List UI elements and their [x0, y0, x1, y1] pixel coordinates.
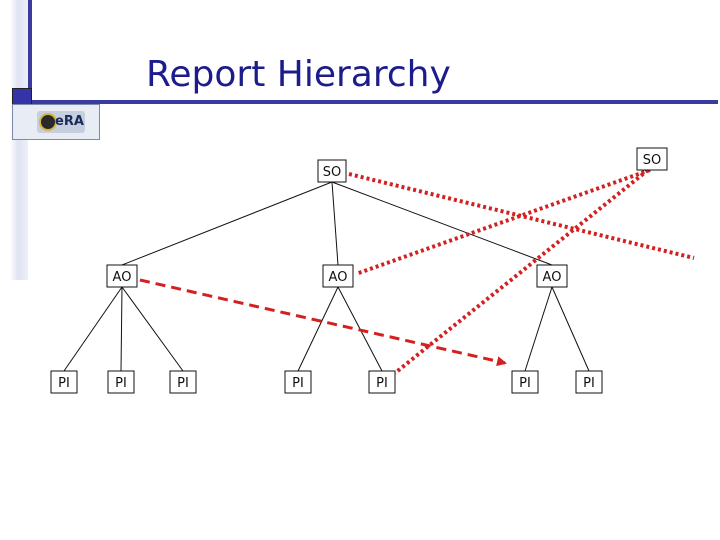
cross-links: [139, 168, 695, 375]
node-box-ao-1: [106, 264, 138, 288]
cross-link-so-main-to-off-right: [348, 172, 695, 260]
node-ao-2: AO: [322, 264, 354, 288]
era-logo-text: eRA: [55, 114, 84, 129]
node-label-pi-4: PI: [292, 376, 304, 391]
node-label-so-right: SO: [643, 153, 661, 168]
edge-ao-3-to-pi-6: [524, 286, 553, 372]
node-box-pi-7: [575, 370, 603, 394]
cross-link-so-right-to-pi-5: [393, 168, 650, 375]
node-label-pi-5: PI: [376, 376, 388, 391]
node-label-pi-1: PI: [58, 376, 70, 391]
node-label-so-main: SO: [323, 165, 341, 180]
node-label-ao-1: AO: [113, 270, 132, 285]
edge-ao-2-to-pi-4: [297, 286, 339, 372]
node-label-pi-2: PI: [115, 376, 127, 391]
node-pi-7: PI: [575, 370, 603, 394]
node-pi-6: PI: [511, 370, 539, 394]
edge-so-main-to-ao-3: [331, 181, 553, 266]
edge-ao-1-to-pi-2: [120, 286, 123, 372]
edge-so-main-to-ao-1: [121, 181, 333, 266]
node-label-pi-3: PI: [177, 376, 189, 391]
node-label-ao-3: AO: [543, 270, 562, 285]
node-ao-3: AO: [536, 264, 568, 288]
node-pi-5: PI: [368, 370, 396, 394]
node-so-right: SO: [636, 147, 668, 171]
node-box-pi-3: [169, 370, 197, 394]
node-box-ao-2: [322, 264, 354, 288]
edge-ao-1-to-pi-1: [63, 286, 123, 372]
node-box-pi-2: [107, 370, 135, 394]
node-pi-1: PI: [50, 370, 78, 394]
node-label-pi-6: PI: [519, 376, 531, 391]
page-title-text: Report Hierarchy: [146, 54, 451, 95]
node-pi-3: PI: [169, 370, 197, 394]
node-box-pi-1: [50, 370, 78, 394]
edge-ao-1-to-pi-3: [121, 286, 184, 372]
node-box-pi-5: [368, 370, 396, 394]
edge-ao-3-to-pi-7: [551, 286, 590, 372]
cross-link-ao-1-to-pi-6: [139, 278, 507, 367]
left-accent-line: [28, 0, 32, 110]
node-label-pi-7: PI: [583, 376, 595, 391]
era-logo-emblem-icon: [39, 113, 57, 131]
node-label-ao-2: AO: [329, 270, 348, 285]
node-box-so-right: [636, 147, 668, 171]
node-ao-1: AO: [106, 264, 138, 288]
node-pi-2: PI: [107, 370, 135, 394]
title-rule: [28, 100, 718, 104]
node-box-so-main: [317, 159, 347, 183]
left-decorative-bar: [10, 0, 28, 280]
diagram-nodes: SO SO AO AO AO PI PI PI PI PI PI PI: [50, 147, 668, 394]
edge-so-main-to-ao-2: [331, 181, 339, 266]
node-box-pi-4: [284, 370, 312, 394]
node-so-main: SO: [317, 159, 347, 183]
era-logo: eRA: [12, 104, 100, 140]
era-logo-badge: eRA: [37, 111, 85, 133]
node-box-pi-6: [511, 370, 539, 394]
cross-link-so-right-to-ao-2: [355, 168, 651, 276]
node-box-ao-3: [536, 264, 568, 288]
node-pi-4: PI: [284, 370, 312, 394]
